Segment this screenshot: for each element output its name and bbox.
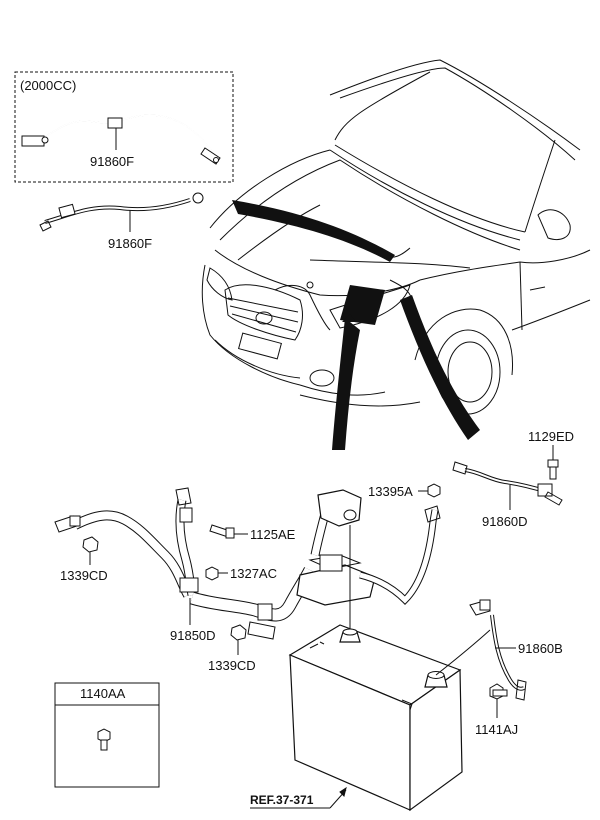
cable-91860b: 91860B xyxy=(469,599,563,701)
label-1339cd-mid: 1339CD xyxy=(208,658,256,673)
variant-2000cc-box: (2000CC) 91860F xyxy=(14,71,234,183)
bolt-1141aj: 1141AJ xyxy=(475,683,518,737)
cable-91860d xyxy=(452,461,563,510)
label-91860d: 91860D xyxy=(482,514,528,529)
battery xyxy=(288,624,491,812)
label-91860b: 91860B xyxy=(518,641,563,656)
label-1327ac: 1327AC xyxy=(230,566,277,581)
cable-91860f xyxy=(39,192,204,232)
label-1339cd-left: 1339CD xyxy=(60,568,108,583)
label-91860f-variant: 91860F xyxy=(90,154,134,169)
variant-caption: (2000CC) xyxy=(20,78,76,93)
nut-1339cd-left: 1339CD xyxy=(60,536,108,583)
car-illustration xyxy=(201,59,591,415)
label-1129ed: 1129ED xyxy=(528,429,574,444)
label-91860f: 91860F xyxy=(108,236,152,251)
nut-1339cd-mid: 1339CD xyxy=(208,624,256,673)
label-91850d: 91850D xyxy=(170,628,216,643)
label-13395a: 13395A xyxy=(368,484,413,499)
label-1125ae: 1125AE xyxy=(250,527,296,542)
reference-label: REF.37-371 xyxy=(250,793,314,807)
pointer-arrows xyxy=(232,200,480,450)
nut-1327ac: 1327AC xyxy=(205,566,277,581)
cable-91860f-variant xyxy=(21,114,221,165)
legend-1140aa-box: 1140AA xyxy=(54,682,160,788)
nut-13395a: 13395A xyxy=(368,483,441,499)
bolt-1140aa-icon xyxy=(97,728,111,751)
bolt-1129ed: 1129ED xyxy=(528,429,574,480)
harness-91850d xyxy=(54,487,441,640)
reference-callout: REF.37-371 xyxy=(250,786,347,809)
bolt-1125ae: 1125AE xyxy=(209,524,296,542)
label-1140aa: 1140AA xyxy=(80,686,126,701)
label-1141aj: 1141AJ xyxy=(475,722,518,737)
